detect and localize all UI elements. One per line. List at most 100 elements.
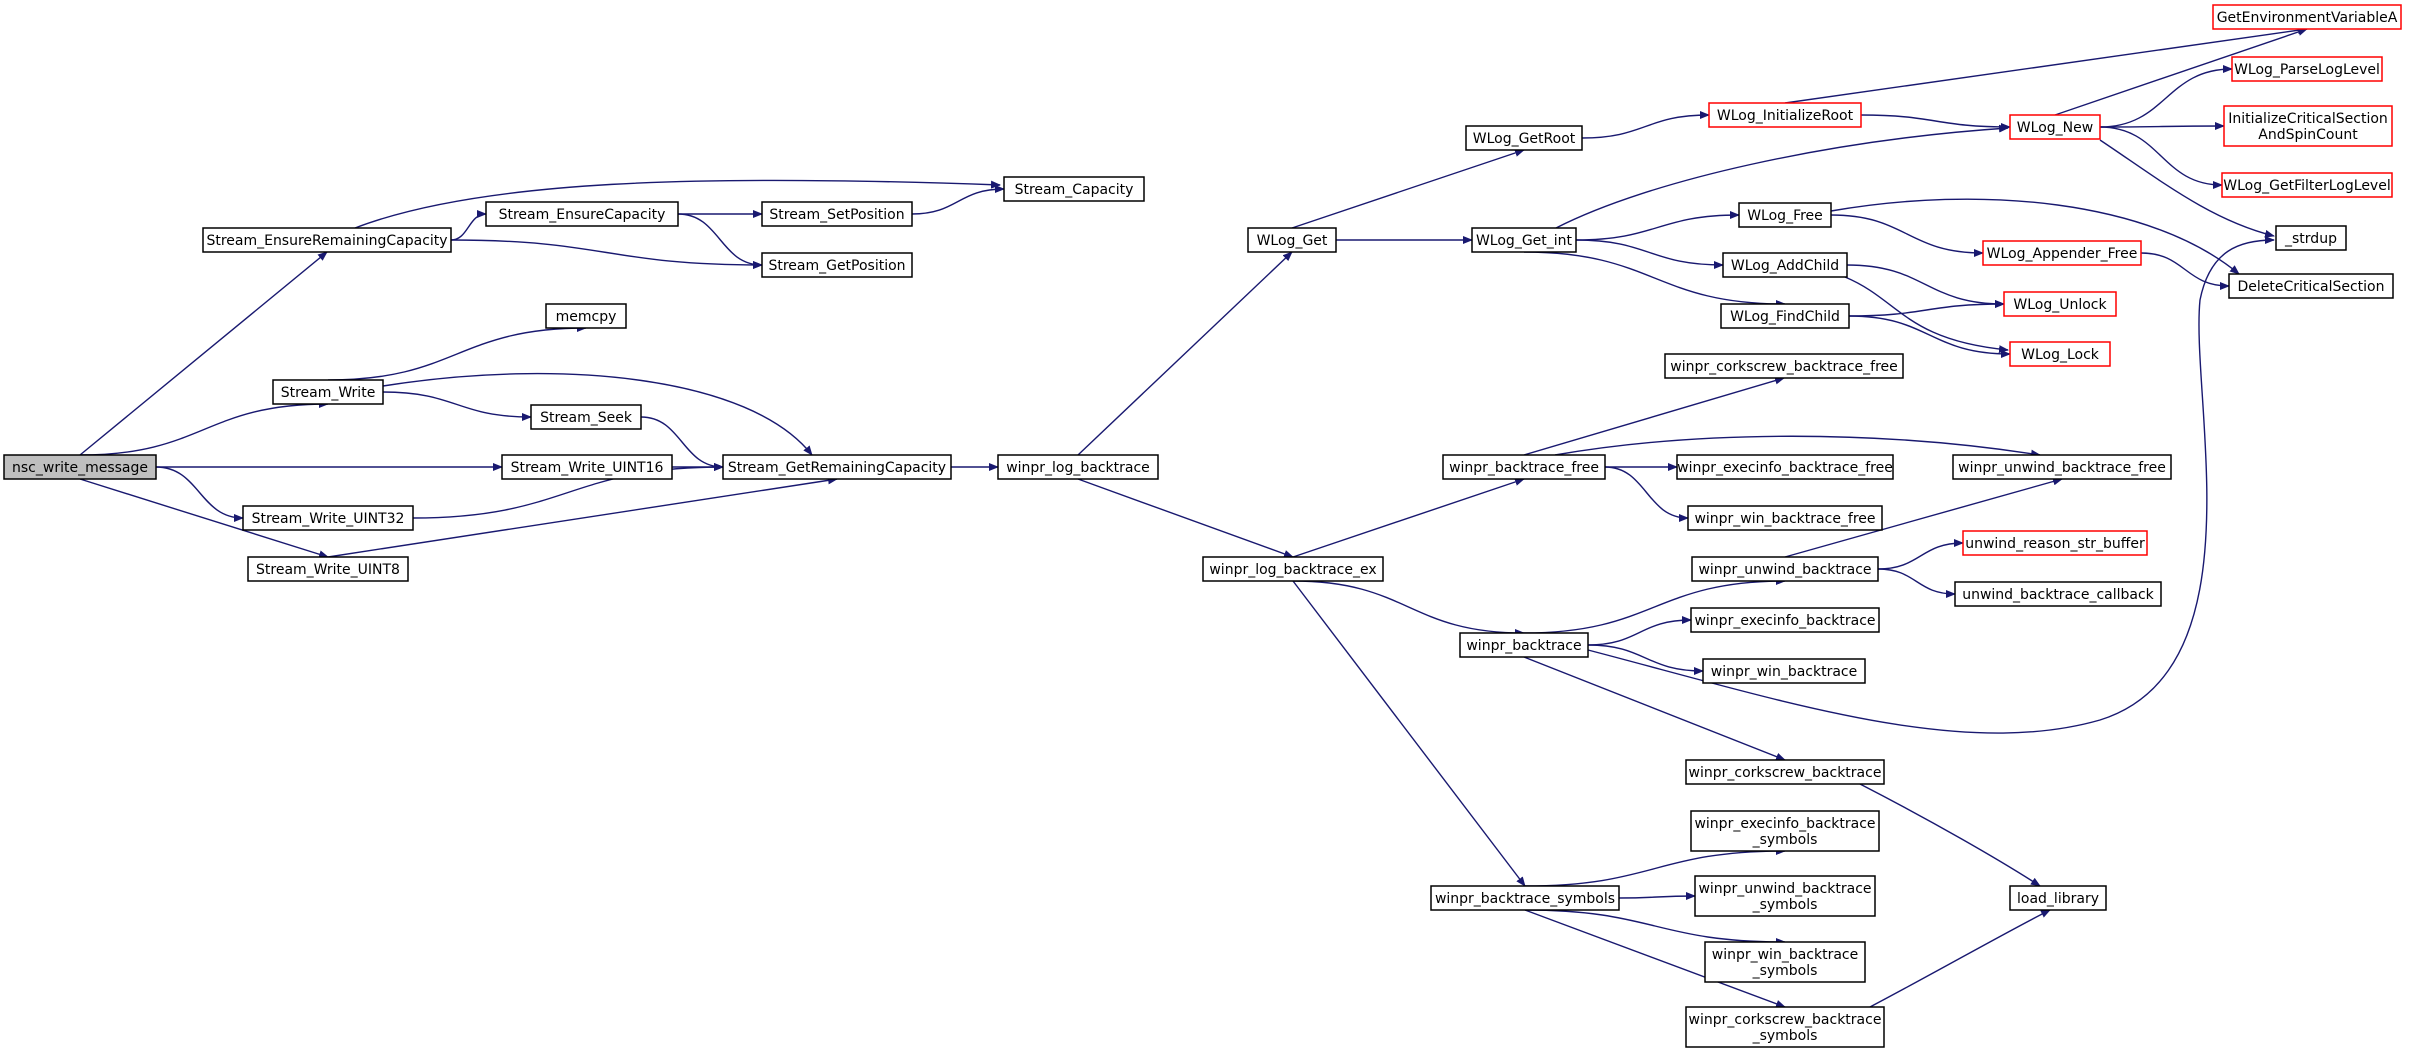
node-label: _symbols bbox=[1752, 963, 1818, 979]
node-winpr_unwind_backtrace[interactable]: winpr_unwind_backtrace bbox=[1691, 556, 1879, 582]
node-_strdup[interactable]: _strdup bbox=[2275, 225, 2347, 251]
node-unwind_reason_str_buffer[interactable]: unwind_reason_str_buffer bbox=[1962, 530, 2148, 556]
node-WLog_Appender_Free[interactable]: WLog_Appender_Free bbox=[1982, 240, 2142, 266]
node-box bbox=[1459, 632, 1589, 658]
node-label: Stream_Write_UINT8 bbox=[256, 562, 400, 578]
node-label: Stream_Seek bbox=[540, 410, 633, 426]
edge-nsc_write_message-to-Stream_Write bbox=[79, 400, 329, 456]
node-label: _strdup bbox=[2284, 231, 2337, 247]
node-label: Stream_Write_UINT16 bbox=[511, 460, 664, 476]
edge-Stream_Write_UINT8-to-Stream_GetRemainingCapacity bbox=[327, 476, 838, 558]
node-Stream_Write_UINT32[interactable]: Stream_Write_UINT32 bbox=[242, 505, 414, 531]
node-winpr_win_backtrace_free[interactable]: winpr_win_backtrace_free bbox=[1687, 505, 1883, 531]
node-winpr_corkscrew_backtrace[interactable]: winpr_corkscrew_backtrace bbox=[1685, 759, 1885, 785]
node-Stream_GetPosition[interactable]: Stream_GetPosition bbox=[761, 252, 913, 278]
node-box bbox=[1003, 176, 1145, 202]
edge-WLog_InitializeRoot-to-GetEnvironmentVariableA bbox=[1784, 26, 2308, 104]
node-WLog_ParseLogLevel[interactable]: WLog_ParseLogLevel bbox=[2231, 56, 2383, 82]
node-box bbox=[2221, 172, 2393, 198]
node-WLog_GetRoot[interactable]: WLog_GetRoot bbox=[1465, 125, 1583, 151]
node-winpr_log_backtrace[interactable]: winpr_log_backtrace bbox=[997, 454, 1159, 480]
node-winpr_unwind_backtrace_symbols[interactable]: winpr_unwind_backtrace_symbols bbox=[1694, 875, 1876, 917]
node-label: Stream_EnsureRemainingCapacity bbox=[206, 233, 447, 249]
node-winpr_backtrace[interactable]: winpr_backtrace bbox=[1459, 632, 1589, 658]
node-box bbox=[1691, 556, 1879, 582]
node-winpr_unwind_backtrace_free[interactable]: winpr_unwind_backtrace_free bbox=[1952, 454, 2172, 480]
node-label: winpr_win_backtrace bbox=[1712, 947, 1858, 963]
edge-WLog_New-to-InitializeCriticalSectionAndSpinCount bbox=[2099, 122, 2225, 131]
node-Stream_EnsureCapacity[interactable]: Stream_EnsureCapacity bbox=[485, 201, 679, 227]
node-label: WLog_Free bbox=[1747, 208, 1823, 224]
node-Stream_Write_UINT8[interactable]: Stream_Write_UINT8 bbox=[247, 556, 409, 582]
node-label: AndSpinCount bbox=[2258, 127, 2358, 143]
edge-winpr_corkscrew_backtrace_symbols-to-load_library bbox=[1869, 909, 2051, 1008]
node-DeleteCriticalSection[interactable]: DeleteCriticalSection bbox=[2228, 273, 2394, 299]
node-Stream_EnsureRemainingCapacity[interactable]: Stream_EnsureRemainingCapacity bbox=[202, 227, 452, 253]
node-box bbox=[1704, 941, 1866, 983]
node-box bbox=[247, 556, 409, 582]
node-winpr_corkscrew_backtrace_symbols[interactable]: winpr_corkscrew_backtrace_symbols bbox=[1685, 1006, 1885, 1048]
node-label: WLog_Get bbox=[1257, 233, 1328, 249]
node-WLog_Free[interactable]: WLog_Free bbox=[1738, 202, 1832, 228]
edge-winpr_backtrace-to-winpr_win_backtrace bbox=[1587, 644, 1704, 675]
node-box bbox=[485, 201, 679, 227]
node-memcpy[interactable]: memcpy bbox=[545, 303, 627, 329]
node-winpr_execinfo_backtrace_free[interactable]: winpr_execinfo_backtrace_free bbox=[1676, 454, 1894, 480]
node-winpr_execinfo_backtrace_symbols[interactable]: winpr_execinfo_backtrace_symbols bbox=[1690, 810, 1880, 852]
node-winpr_backtrace_free[interactable]: winpr_backtrace_free bbox=[1442, 454, 1606, 480]
node-winpr_win_backtrace[interactable]: winpr_win_backtrace bbox=[1702, 658, 1866, 684]
node-WLog_Get[interactable]: WLog_Get bbox=[1247, 227, 1337, 253]
node-WLog_New[interactable]: WLog_New bbox=[2009, 114, 2101, 140]
node-label: Stream_GetRemainingCapacity bbox=[728, 460, 946, 476]
node-box bbox=[530, 404, 642, 430]
node-label: unwind_backtrace_callback bbox=[1962, 587, 2154, 603]
edge-winpr_log_backtrace-to-WLog_Get bbox=[1077, 251, 1293, 456]
node-label: _symbols bbox=[1752, 1028, 1818, 1044]
edge-WLog_Get-to-WLog_GetRoot bbox=[1291, 149, 1525, 229]
node-WLog_Get_int[interactable]: WLog_Get_int bbox=[1471, 227, 1577, 253]
node-box bbox=[1685, 759, 1885, 785]
node-Stream_Capacity[interactable]: Stream_Capacity bbox=[1003, 176, 1145, 202]
node-winpr_win_backtrace_symbols[interactable]: winpr_win_backtrace_symbols bbox=[1704, 941, 1866, 983]
edges-layer bbox=[79, 26, 2308, 1008]
node-box bbox=[1694, 875, 1876, 917]
edge-winpr_log_backtrace_ex-to-winpr_backtrace bbox=[1292, 580, 1525, 637]
node-box bbox=[1430, 885, 1620, 911]
node-label: _symbols bbox=[1752, 897, 1818, 913]
node-winpr_log_backtrace_ex[interactable]: winpr_log_backtrace_ex bbox=[1202, 556, 1384, 582]
node-Stream_Write[interactable]: Stream_Write bbox=[272, 379, 384, 405]
node-Stream_Write_UINT16[interactable]: Stream_Write_UINT16 bbox=[501, 454, 673, 480]
node-unwind_backtrace_callback[interactable]: unwind_backtrace_callback bbox=[1954, 581, 2162, 607]
edge-winpr_unwind_backtrace-to-winpr_unwind_backtrace_free bbox=[1784, 477, 2063, 558]
node-box bbox=[3, 454, 157, 480]
node-winpr_corkscrew_backtrace_free[interactable]: winpr_corkscrew_backtrace_free bbox=[1664, 353, 1904, 379]
node-WLog_GetFilterLogLevel[interactable]: WLog_GetFilterLogLevel bbox=[2221, 172, 2393, 198]
node-box bbox=[545, 303, 627, 329]
node-nsc_write_message[interactable]: nsc_write_message bbox=[3, 454, 157, 480]
node-box bbox=[761, 252, 913, 278]
node-WLog_Lock[interactable]: WLog_Lock bbox=[2009, 341, 2111, 367]
node-WLog_AddChild[interactable]: WLog_AddChild bbox=[1722, 252, 1848, 278]
node-Stream_Seek[interactable]: Stream_Seek bbox=[530, 404, 642, 430]
node-label: winpr_corkscrew_backtrace_free bbox=[1670, 359, 1898, 375]
node-WLog_InitializeRoot[interactable]: WLog_InitializeRoot bbox=[1708, 102, 1862, 128]
node-box bbox=[2228, 273, 2394, 299]
node-label: winpr_unwind_backtrace bbox=[1698, 881, 1871, 897]
edge-WLog_Get_int-to-WLog_FindChild bbox=[1523, 251, 1786, 308]
node-box bbox=[1962, 530, 2148, 556]
node-Stream_GetRemainingCapacity[interactable]: Stream_GetRemainingCapacity bbox=[722, 454, 952, 480]
node-box bbox=[1690, 810, 1880, 852]
edge-winpr_backtrace_symbols-to-winpr_unwind_backtrace_symbols bbox=[1618, 892, 1696, 901]
node-label: Stream_EnsureCapacity bbox=[499, 207, 666, 223]
node-label: WLog_FindChild bbox=[1730, 309, 1840, 325]
node-WLog_FindChild[interactable]: WLog_FindChild bbox=[1720, 303, 1850, 329]
node-box bbox=[2231, 56, 2383, 82]
node-GetEnvironmentVariableA[interactable]: GetEnvironmentVariableA bbox=[2212, 4, 2402, 30]
node-winpr_execinfo_backtrace[interactable]: winpr_execinfo_backtrace bbox=[1690, 607, 1880, 633]
edge-WLog_FindChild-to-WLog_Unlock bbox=[1848, 300, 2005, 317]
node-load_library[interactable]: load_library bbox=[2009, 885, 2107, 911]
node-Stream_SetPosition[interactable]: Stream_SetPosition bbox=[761, 201, 913, 227]
node-winpr_backtrace_symbols[interactable]: winpr_backtrace_symbols bbox=[1430, 885, 1620, 911]
node-WLog_Unlock[interactable]: WLog_Unlock bbox=[2003, 291, 2117, 317]
